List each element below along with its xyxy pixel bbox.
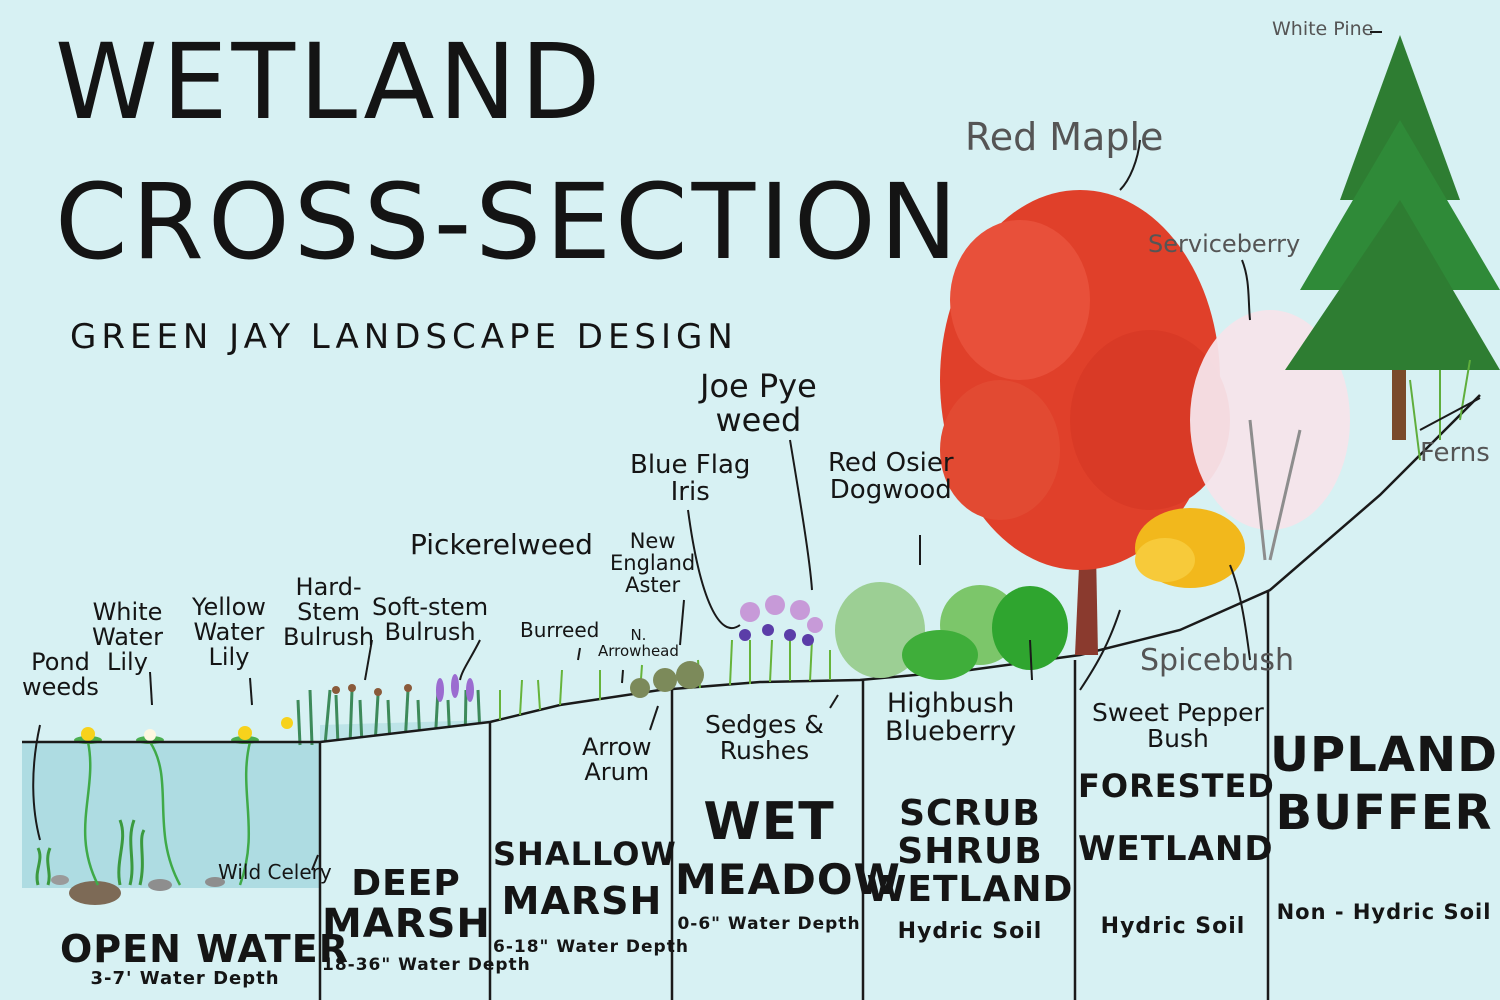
title-line-2: CROSS-SECTION xyxy=(55,161,962,283)
fern-plants xyxy=(1409,359,1471,461)
zone-scrub-shrub-wetland: SCRUB SHRUB WETLAND Hydric Soil xyxy=(866,793,1074,945)
label-burreed: Burreed xyxy=(520,618,600,642)
dogwood-shrubs xyxy=(835,582,1068,680)
label-sedges-rushes: Sedges &Rushes xyxy=(705,710,824,766)
zone-deep-marsh: DEEP MARSH 18-36" Water Depth xyxy=(322,863,531,975)
spicebush-shrub xyxy=(1135,508,1245,588)
title-line-1: WETLAND xyxy=(55,21,605,143)
zone-wet-meadow: WET MEADOW 0-6" Water Depth xyxy=(675,792,901,934)
ground xyxy=(320,380,1500,1000)
label-pickerelweed: Pickerelweed xyxy=(410,528,593,561)
bulrush-heads xyxy=(332,684,412,696)
water-lily-stems xyxy=(83,741,252,886)
aster-shrubs xyxy=(630,661,704,698)
water-lilies xyxy=(74,717,293,744)
label-arrows xyxy=(32,31,1481,871)
pond-floor xyxy=(51,875,225,905)
pickerelweed-flowers xyxy=(436,674,474,702)
zone-upland-buffer: UPLAND BUFFER Non - Hydric Soil xyxy=(1270,727,1498,924)
label-spicebush: Spicebush xyxy=(1140,643,1295,678)
label-white-pine: White Pine xyxy=(1272,18,1374,40)
red-maple-tree xyxy=(940,190,1230,655)
joe-pye-weed-flowers xyxy=(740,595,823,633)
label-n-arrowhead: N.Arrowhead xyxy=(598,626,679,660)
label-ferns: Ferns xyxy=(1420,438,1490,468)
label-serviceberry: Serviceberry xyxy=(1148,230,1301,258)
subtitle: GREEN JAY LANDSCAPE DESIGN xyxy=(70,317,738,357)
white-pine-tree xyxy=(1285,35,1500,440)
label-red-maple: Red Maple xyxy=(965,115,1164,159)
zone-open-water: OPEN WATER 3-7' Water Depth xyxy=(60,927,349,989)
zone-dividers xyxy=(318,590,1270,1000)
pond-weed-plants xyxy=(35,819,146,886)
blue-flag-iris-flowers xyxy=(739,624,814,646)
label-wild-celery: Wild Celery xyxy=(218,860,332,884)
zone-shallow-marsh: SHALLOW MARSH 6-18" Water Depth xyxy=(493,835,689,958)
zone-forested-wetland: FORESTED WETLAND Hydric Soil xyxy=(1078,767,1275,940)
